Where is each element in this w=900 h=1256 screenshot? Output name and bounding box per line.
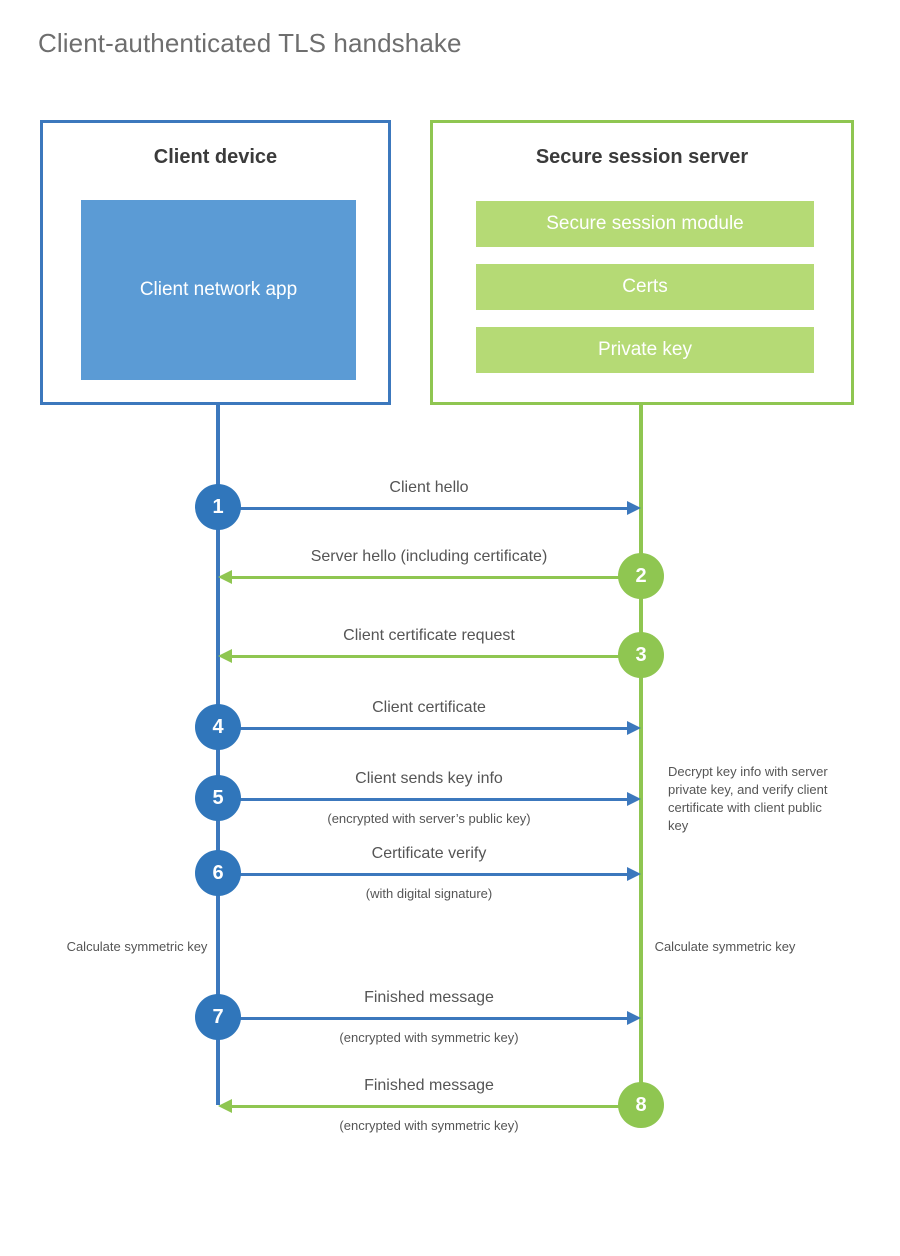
message-3-arrowhead (218, 649, 232, 663)
server-component-certs: Certs (476, 264, 814, 310)
server-component-secure-session-module: Secure session module (476, 201, 814, 247)
message-5-sublabel: (encrypted with server’s public key) (327, 811, 531, 826)
step-circle-1[interactable]: 1 (195, 484, 241, 530)
message-8-line (232, 1105, 641, 1108)
step-circle-4[interactable]: 4 (195, 704, 241, 750)
message-2-label: Server hello (including certificate) (310, 548, 548, 565)
server-decrypt-annotation: Decrypt key info with server private key… (668, 764, 828, 833)
secure-session-server-box: Secure session server Secure session mod… (430, 120, 854, 405)
message-1-label: Client hello (389, 479, 469, 496)
message-7-arrowhead (627, 1011, 641, 1025)
step-circle-6[interactable]: 6 (195, 850, 241, 896)
client-calculate-symmetric-key-annotation: Calculate symmetric key (66, 939, 208, 954)
message-4-label: Client certificate (372, 699, 486, 716)
step-circle-3[interactable]: 3 (618, 632, 664, 678)
message-1-line (218, 507, 627, 510)
message-1-arrowhead (627, 501, 641, 515)
message-2-line (232, 576, 641, 579)
step-circle-5[interactable]: 5 (195, 775, 241, 821)
secure-session-server-title: Secure session server (535, 146, 749, 168)
step-circle-7[interactable]: 7 (195, 994, 241, 1040)
server-lifeline (639, 405, 643, 1105)
message-4-arrowhead (627, 721, 641, 735)
message-7-sublabel: (encrypted with symmetric key) (339, 1030, 519, 1045)
message-5-label: Client sends key info (355, 770, 503, 787)
server-component-private-key: Private key (476, 327, 814, 373)
page-title: Client-authenticated TLS handshake (38, 28, 462, 58)
message-3-line (232, 655, 641, 658)
message-5-arrowhead (627, 792, 641, 806)
message-6-label: Certificate verify (371, 845, 487, 862)
message-7-line (218, 1017, 627, 1020)
client-network-app-block: Client network app (81, 200, 356, 380)
message-8-sublabel: (encrypted with symmetric key) (339, 1118, 519, 1133)
server-calculate-symmetric-key-annotation: Calculate symmetric key (654, 939, 796, 954)
message-8-label: Finished message (364, 1077, 494, 1094)
message-5-line (218, 798, 627, 801)
message-2-arrowhead (218, 570, 232, 584)
message-7-label: Finished message (364, 989, 494, 1006)
message-6-arrowhead (627, 867, 641, 881)
client-device-title: Client device (153, 146, 278, 168)
client-lifeline (216, 405, 220, 1105)
message-6-sublabel: (with digital signature) (365, 886, 493, 901)
message-4-line (218, 727, 627, 730)
client-device-box: Client device Client network app (40, 120, 391, 405)
message-3-label: Client certificate request (343, 627, 515, 644)
message-8-arrowhead (218, 1099, 232, 1113)
step-circle-2[interactable]: 2 (618, 553, 664, 599)
message-6-line (218, 873, 627, 876)
step-circle-8[interactable]: 8 (618, 1082, 664, 1128)
